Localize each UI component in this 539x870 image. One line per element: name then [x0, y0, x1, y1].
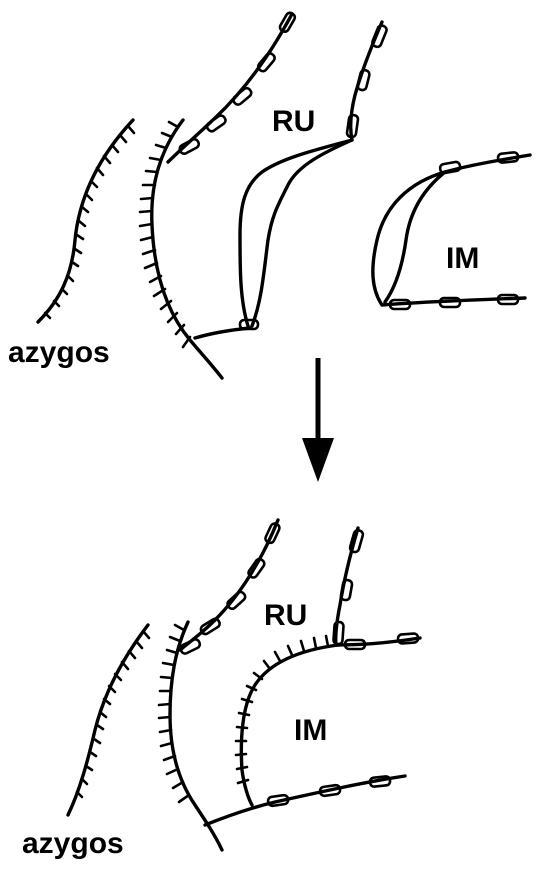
ru-label-before: RU [272, 105, 315, 138]
ru-right-stitches-before [347, 24, 388, 137]
azygos-label-before: azygos [8, 336, 110, 369]
azygos-left-ticks-after [77, 631, 149, 797]
ru-left-wall-before [168, 14, 292, 162]
ru-opening-before [240, 140, 352, 326]
im-stump-inner-before [385, 172, 445, 302]
azygos-right-wall-after [170, 622, 222, 850]
ru-right-wall-before [351, 22, 382, 140]
azygos-left-wall-after [68, 625, 148, 815]
azygos-right-ticks-after [159, 625, 189, 802]
im-bottom-edge-after [205, 776, 405, 825]
ru-right-wall-after [336, 528, 358, 645]
azygos-right-ticks-before [140, 122, 190, 347]
ru-left-stitches-after [179, 522, 280, 655]
azygos-left-wall-before [38, 120, 133, 322]
azygos-left-ticks-before [45, 126, 134, 318]
ru-label-after: RU [264, 599, 307, 632]
anastomosis-ticks-after [236, 636, 328, 783]
before-panel: RU IM azygos [8, 11, 530, 378]
transition-arrow [302, 358, 334, 482]
im-label-after: IM [294, 714, 327, 747]
after-panel: RU IM azygos [22, 520, 420, 860]
im-label-before: IM [446, 242, 479, 275]
azygos-label-after: azygos [22, 827, 124, 860]
